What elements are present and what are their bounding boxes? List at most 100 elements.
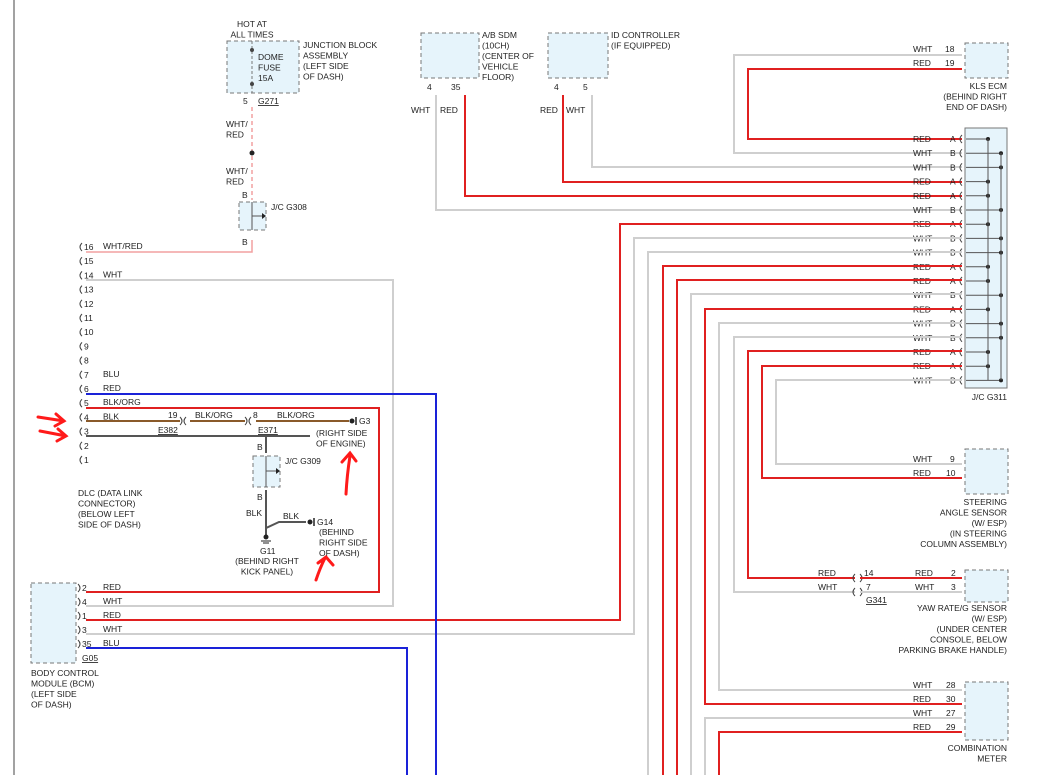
svg-text:WHT: WHT: [411, 105, 430, 115]
bcm-pin: 4 WHT: [77, 596, 122, 607]
svg-text:4: 4: [82, 597, 87, 607]
wire-label-wht-red-2: WHT/RED: [226, 166, 248, 187]
svg-text:B: B: [950, 205, 956, 215]
svg-text:3: 3: [951, 582, 956, 592]
junction-block-pin: 5: [243, 96, 248, 106]
svg-text:B: B: [950, 290, 956, 300]
jc-g309: B J/C G309 B: [252, 442, 321, 502]
svg-text:B: B: [950, 148, 956, 158]
svg-text:15: 15: [84, 256, 94, 266]
svg-text:BLK: BLK: [103, 411, 119, 421]
svg-text:18: 18: [945, 44, 955, 54]
svg-text:RED: RED: [913, 722, 931, 732]
wire-label-blk-org-1: BLK/ORG: [195, 410, 233, 420]
svg-text:WHT: WHT: [913, 44, 932, 54]
svg-text:WHT: WHT: [913, 290, 932, 300]
svg-text:B: B: [242, 190, 248, 200]
svg-text:10: 10: [84, 327, 94, 337]
jc-g309-label: J/C G309: [285, 456, 321, 466]
svg-text:A: A: [950, 177, 956, 187]
svg-text:5: 5: [583, 82, 588, 92]
svg-text:G3: G3: [359, 416, 371, 426]
svg-text:WHT: WHT: [913, 148, 932, 158]
svg-text:WHT: WHT: [103, 596, 122, 606]
svg-text:2: 2: [84, 441, 89, 451]
svg-text:G14: G14: [317, 517, 333, 527]
svg-text:7: 7: [84, 370, 89, 380]
svg-text:2: 2: [951, 568, 956, 578]
dlc-pin: 11: [79, 313, 93, 323]
svg-text:RED: RED: [913, 694, 931, 704]
svg-text:35: 35: [451, 82, 461, 92]
dlc-pin: 15: [79, 256, 94, 266]
svg-text:30: 30: [946, 694, 956, 704]
svg-text:WHT: WHT: [103, 624, 122, 634]
svg-text:RED: RED: [103, 610, 121, 620]
svg-text:28: 28: [946, 680, 956, 690]
svg-text:B: B: [950, 162, 956, 172]
svg-text:RED: RED: [540, 105, 558, 115]
svg-text:3: 3: [84, 427, 89, 437]
svg-text:A: A: [950, 134, 956, 144]
svg-text:13: 13: [84, 285, 94, 295]
svg-text:10: 10: [946, 468, 956, 478]
dlc-pin: 4 BLK: [79, 411, 119, 422]
yaw-rate-sensor: RED 14 WHT 7 G341 RED 2 WHT 3 YAW RATE/G…: [818, 568, 1009, 655]
svg-text:14: 14: [84, 270, 94, 280]
svg-text:RED: RED: [913, 134, 931, 144]
svg-text:4: 4: [84, 412, 89, 422]
svg-text:E382: E382: [158, 425, 178, 435]
junction-block-connector: G271: [258, 96, 279, 106]
dlc-pin: 14 WHT: [79, 269, 122, 280]
wire-label-blk-org-2: BLK/ORG: [277, 410, 315, 420]
svg-text:WHT: WHT: [913, 162, 932, 172]
svg-text:B: B: [257, 442, 263, 452]
dlc-pin: 1: [79, 455, 89, 465]
svg-text:RED: RED: [913, 191, 931, 201]
svg-text:RED: RED: [103, 582, 121, 592]
svg-text:19: 19: [168, 410, 178, 420]
svg-text:RED: RED: [103, 383, 121, 393]
svg-text:WHT/RED: WHT/RED: [103, 241, 143, 251]
jc-g311-label: J/C G311: [972, 392, 1008, 402]
dlc-pin: 8: [79, 356, 89, 366]
svg-text:4: 4: [427, 82, 432, 92]
svg-text:8: 8: [84, 356, 89, 366]
wire-wht-red: WHT/RED WHT/RED: [86, 107, 255, 253]
svg-text:WHT: WHT: [913, 680, 932, 690]
svg-text:WHT: WHT: [103, 269, 122, 279]
svg-text:12: 12: [84, 299, 94, 309]
svg-text:WHT: WHT: [818, 582, 837, 592]
bcm-connector: G05: [82, 653, 98, 663]
svg-text:29: 29: [946, 722, 956, 732]
svg-text:3: 3: [82, 625, 87, 635]
svg-text:RED: RED: [913, 177, 931, 187]
svg-text:B: B: [242, 237, 248, 247]
svg-text:4: 4: [554, 82, 559, 92]
